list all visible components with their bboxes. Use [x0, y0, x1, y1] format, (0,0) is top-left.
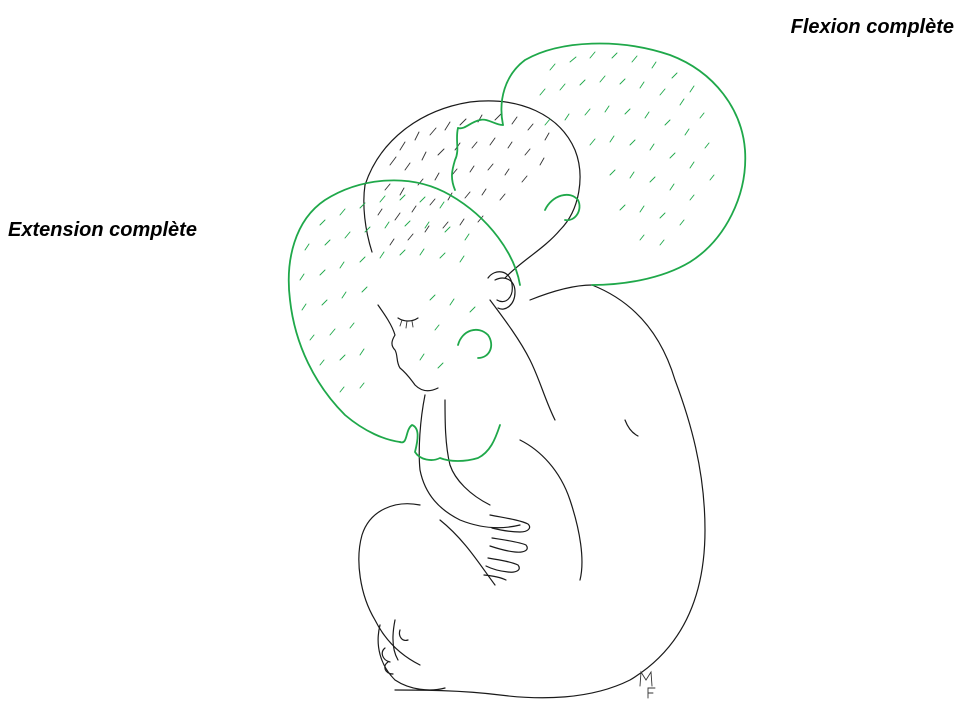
neutral-head-outline — [364, 101, 580, 391]
artist-signature: MF — [0, 0, 655, 698]
signature-text: MF — [0, 0, 2, 1]
flexion-head-outline — [452, 44, 745, 285]
fetus-body-outline — [359, 278, 705, 698]
